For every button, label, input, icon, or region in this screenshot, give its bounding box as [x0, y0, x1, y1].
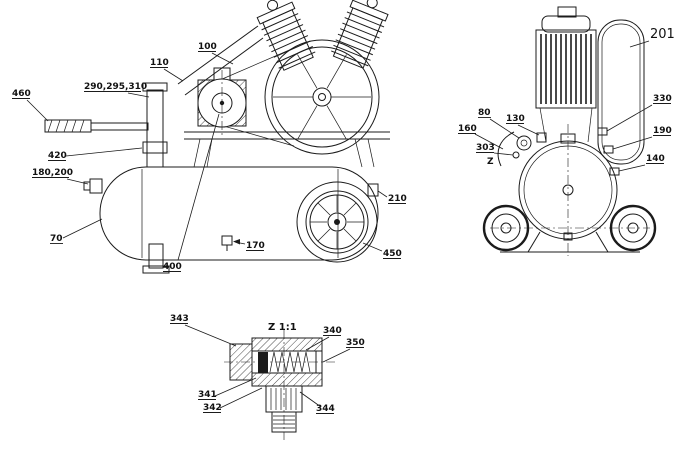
part-label-344: 344: [316, 404, 335, 414]
part-label-341: 341: [198, 390, 217, 400]
air-filter-icon: [366, 0, 378, 9]
callout-70: 70: [50, 218, 103, 244]
tank-end: [518, 124, 618, 256]
end-view-fittings-left: [497, 131, 547, 167]
callout-210: 210: [377, 190, 407, 204]
detail-title: Z 1:1: [268, 322, 297, 333]
callout-80: 80: [478, 108, 520, 139]
callout-344: 344: [299, 391, 335, 414]
part-label-210: 210: [388, 194, 407, 204]
wheel-spokes: [310, 195, 364, 249]
handle: [44, 82, 168, 168]
part-label-343: 343: [170, 314, 189, 324]
callout-110: 110: [150, 58, 184, 82]
handle-end: [497, 131, 515, 167]
post-clamp: [142, 141, 168, 154]
callout-420: 420: [48, 147, 143, 161]
valve-stem: [265, 385, 303, 433]
tank-inlet-fitting: [83, 178, 103, 194]
axle-frame: [490, 227, 650, 253]
callout-400: 400: [163, 113, 220, 272]
part-label-110: 110: [150, 58, 169, 68]
callout-341: 341: [198, 377, 257, 400]
valve-spring: [269, 351, 311, 373]
part-label-190: 190: [653, 126, 672, 136]
callout-343: 343: [170, 314, 237, 347]
end-view-fittings-right: [597, 127, 620, 176]
callout-201: 201: [629, 27, 675, 48]
callout-180-200: 180,200: [32, 168, 89, 185]
part-label-330: 330: [653, 94, 672, 104]
motor: [535, 6, 597, 143]
part-label-450: 450: [383, 249, 402, 259]
callout-330: 330: [606, 94, 672, 132]
callout-290-295-310: 290,295,310: [84, 82, 150, 98]
callout-170: 170: [233, 239, 265, 251]
callout-340: 340: [305, 326, 342, 351]
part-label-170: 170: [246, 241, 265, 251]
part-label-160: 160: [458, 124, 477, 134]
part-label-350: 350: [346, 338, 365, 348]
part-label-70: 70: [50, 234, 63, 244]
outlet-fitting: [367, 183, 379, 197]
flywheel-spokes: [273, 54, 371, 140]
cylinder-left: [256, 0, 316, 71]
end-view: 201 330 190 140 80 130 160: [458, 6, 675, 256]
handle-rod: [90, 122, 149, 131]
part-label-420: 420: [48, 151, 67, 161]
gauge-fitting: [516, 135, 532, 151]
handle-grip: [44, 119, 92, 133]
pump: [197, 67, 247, 136]
valve-detail-view: Z 1:1: [170, 314, 365, 440]
cylinder-right: [331, 0, 389, 69]
flywheel: [264, 39, 380, 155]
part-label-290-295-310: 290,295,310: [84, 82, 147, 92]
callout-160: 160: [458, 124, 504, 150]
part-label-201: 201: [650, 27, 675, 42]
part-label-340: 340: [323, 326, 342, 336]
valve-flange: [229, 343, 253, 381]
callout-342: 342: [203, 387, 263, 413]
detail-z-fitting: [512, 151, 520, 159]
part-label-303: 303: [476, 143, 495, 153]
drain-valve: [221, 235, 233, 251]
callout-190: 190: [612, 126, 672, 150]
part-label-460: 460: [12, 89, 31, 99]
valve-poppet: [258, 352, 268, 373]
side-view: 460 290,295,310 110 100 420 180,200: [12, 0, 407, 274]
valve-fitting: [536, 132, 547, 143]
part-label-130: 130: [506, 114, 525, 124]
wheel: [296, 181, 378, 263]
callout-350: 350: [322, 338, 365, 363]
part-label-180-200: 180,200: [32, 168, 73, 178]
support-leg: [142, 243, 170, 274]
mount-plate: [184, 131, 390, 168]
air-filter-icon: [267, 0, 279, 11]
part-label-342: 342: [203, 403, 222, 413]
part-label-400: 400: [163, 262, 182, 272]
callout-100: 100: [198, 42, 234, 65]
detail-marker-z: Z: [487, 157, 494, 167]
motor-fins: [540, 34, 592, 104]
handle-post: [146, 89, 164, 168]
part-label-80: 80: [478, 108, 491, 118]
callout-303: 303 Z: [476, 143, 514, 167]
tank: [99, 166, 379, 261]
stem-threads: [273, 415, 295, 429]
part-label-140: 140: [646, 154, 665, 164]
callout-130: 130: [506, 114, 540, 136]
callout-450: 450: [362, 242, 402, 259]
part-label-100: 100: [198, 42, 217, 52]
callout-460: 460: [12, 89, 49, 122]
belt-guard: [597, 19, 645, 165]
callout-140: 140: [618, 154, 665, 172]
